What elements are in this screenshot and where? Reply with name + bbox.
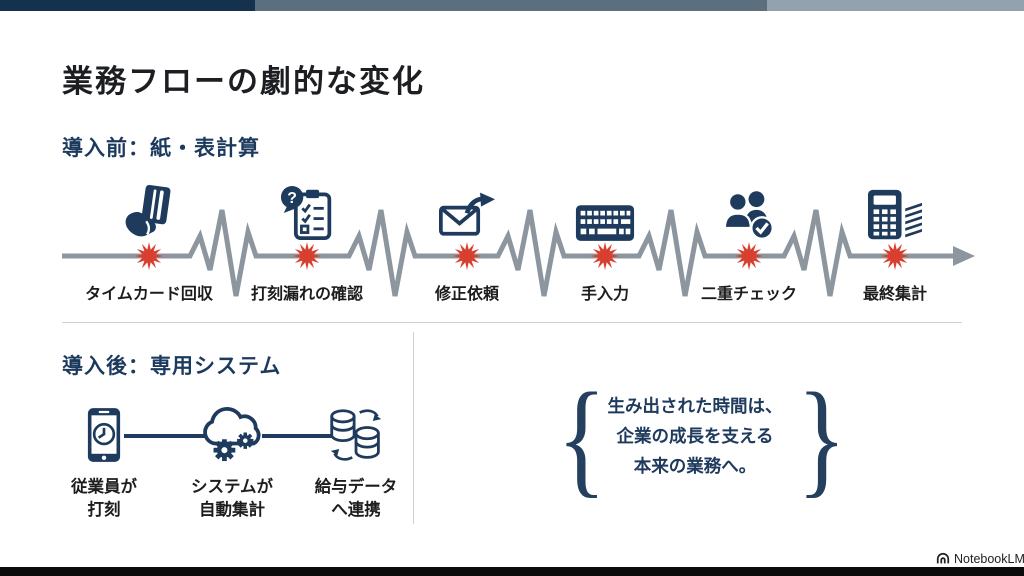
smartphone-clock-icon: [87, 408, 121, 462]
after-step-employee-punch: 従業員が 打刻: [34, 404, 174, 522]
quote-text: 生み出された時間は、 企業の成長を支える 本来の業務へ。: [583, 391, 807, 481]
quote-brace-left: {: [557, 367, 607, 509]
bottom-bar: [0, 567, 1024, 576]
top-bar-navy-segment: [0, 0, 255, 11]
starburst-marker-icon: [292, 241, 322, 271]
after-step-label-line1: 給与データ: [314, 478, 398, 496]
before-step-timecard: タイムカード回収: [69, 180, 229, 308]
section-divider-vertical: [413, 332, 414, 524]
after-connector-line: [262, 434, 334, 438]
top-bar-slate-segment: [255, 0, 767, 11]
database-sync-icon: [330, 409, 382, 461]
before-step-manual-entry: 手入力: [525, 180, 685, 308]
before-step-label: 最終集計: [862, 286, 927, 303]
people-check-icon: [723, 191, 774, 240]
cloud-gears-icon: [203, 406, 261, 462]
ecg-timeline-line: [62, 209, 975, 297]
before-step-label: 手入力: [580, 286, 629, 303]
email-send-icon: [439, 192, 495, 236]
after-connector-line: [124, 434, 206, 438]
quote-line-1: 生み出された時間は、: [607, 396, 783, 416]
quote-brace-right: }: [797, 367, 847, 509]
after-step-payroll-link: 給与データ へ連携: [286, 404, 426, 522]
before-step-label: 打刻漏れの確認: [250, 286, 363, 303]
after-step-label-line2: 自動集計: [199, 501, 265, 519]
before-step-check-missed: ? 打刻漏れの確認: [227, 180, 387, 308]
after-step-label-line1: 従業員が: [71, 478, 137, 496]
before-step-label: タイムカード回収: [85, 286, 213, 303]
section-divider-horizontal: [62, 322, 962, 323]
after-step-label-line2: 打刻: [87, 501, 121, 519]
checklist-question-icon: ?: [280, 186, 332, 240]
quote-line-3: 本来の業務へ。: [633, 456, 757, 476]
starburst-marker-icon: [134, 241, 164, 271]
before-step-correction-request: 修正依頼: [387, 180, 547, 308]
top-accent-bar: [0, 0, 1024, 11]
svg-text:?: ?: [287, 190, 297, 207]
before-step-double-check: 二重チェック: [669, 180, 829, 308]
after-step-label-line1: システムが: [190, 478, 273, 496]
starburst-marker-icon: [880, 241, 910, 271]
keyboard-icon: [575, 205, 635, 241]
notebooklm-logo-icon: [936, 552, 950, 564]
footer-brand-label: NotebookLM: [954, 552, 1024, 566]
footer-brand: NotebookLM: [936, 552, 1024, 566]
calculator-stack-icon: [868, 189, 922, 240]
timecard-hand-icon: [125, 184, 171, 237]
quote-line-2: 企業の成長を支える: [616, 426, 774, 446]
before-section-heading: 導入前：紙・表計算: [62, 137, 260, 160]
after-step-auto-tally: システムが 自動集計: [162, 404, 302, 522]
starburst-marker-icon: [590, 241, 620, 271]
page-title: 業務フローの劇的な変化: [62, 64, 425, 99]
before-step-label: 二重チェック: [700, 286, 797, 303]
after-section-heading: 導入後：専用システム: [62, 355, 282, 378]
top-bar-light-segment: [767, 0, 1024, 11]
before-step-final-tally: 最終集計: [815, 180, 975, 308]
after-step-label-line2: へ連携: [331, 501, 381, 519]
before-step-label: 修正依頼: [434, 286, 499, 303]
starburst-marker-icon: [452, 241, 482, 271]
timeline-arrowhead-icon: [953, 246, 975, 266]
starburst-marker-icon: [734, 241, 764, 271]
